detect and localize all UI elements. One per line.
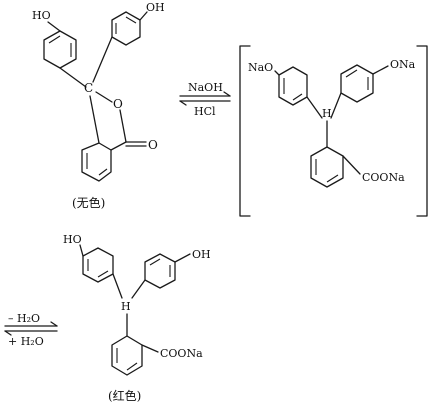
phenol-ring-left-3 bbox=[79, 244, 123, 299]
phenol-ring-left bbox=[43, 21, 87, 88]
bracket-left bbox=[239, 45, 251, 217]
label-ho-left: HO bbox=[32, 9, 51, 22]
bond-c-benzene bbox=[89, 95, 100, 144]
label-coona-3: COONa bbox=[160, 347, 203, 360]
reagent-minus-water: – H₂O bbox=[8, 312, 40, 325]
reagent-hcl: HCl bbox=[194, 105, 216, 118]
structure-dianion: NaO ONa H COONa bbox=[248, 58, 416, 188]
label-central-h-3: H bbox=[121, 300, 131, 313]
label-central-carbon: C bbox=[84, 81, 93, 95]
label-carbonyl-oxygen: O bbox=[148, 138, 158, 152]
label-oh-right: OH bbox=[146, 1, 165, 14]
phenolate-ring-right bbox=[330, 64, 389, 119]
label-ho-left-3: HO bbox=[63, 233, 82, 246]
label-ona-right: ONa bbox=[390, 58, 416, 71]
phenolate-ring-left bbox=[274, 66, 323, 119]
label-central-h-2: H bbox=[322, 107, 332, 120]
bond-c-o bbox=[95, 91, 113, 103]
phenol-ring-right bbox=[92, 11, 148, 83]
equilibrium-arrow-1: NaOH HCl bbox=[179, 81, 231, 118]
label-coona-2: COONa bbox=[362, 171, 405, 184]
label-ring-oxygen: O bbox=[113, 97, 123, 111]
structure-red: HO OH H COONa (红色) bbox=[63, 233, 211, 403]
bond-o-carbonyl bbox=[119, 109, 127, 143]
reagent-naoh: NaOH bbox=[188, 81, 223, 94]
caption-colorless: (无色) bbox=[72, 196, 105, 210]
benzene-ring-lactone bbox=[81, 142, 112, 182]
phenol-ring-right-3 bbox=[131, 253, 191, 299]
label-nao-left: NaO bbox=[248, 61, 273, 74]
benzoate-ring-3 bbox=[111, 335, 159, 376]
benzoate-ring-2 bbox=[310, 146, 361, 188]
bond-benzene-carbonyl bbox=[110, 141, 127, 151]
bracket-right bbox=[416, 45, 428, 217]
label-oh-right-3: OH bbox=[192, 248, 211, 261]
reagent-plus-water: + H₂O bbox=[8, 335, 44, 348]
caption-red: (红色) bbox=[108, 388, 141, 403]
structure-colorless: HO OH C O O (无色) bbox=[32, 1, 165, 210]
equilibrium-arrow-2: – H₂O + H₂O bbox=[4, 312, 58, 348]
